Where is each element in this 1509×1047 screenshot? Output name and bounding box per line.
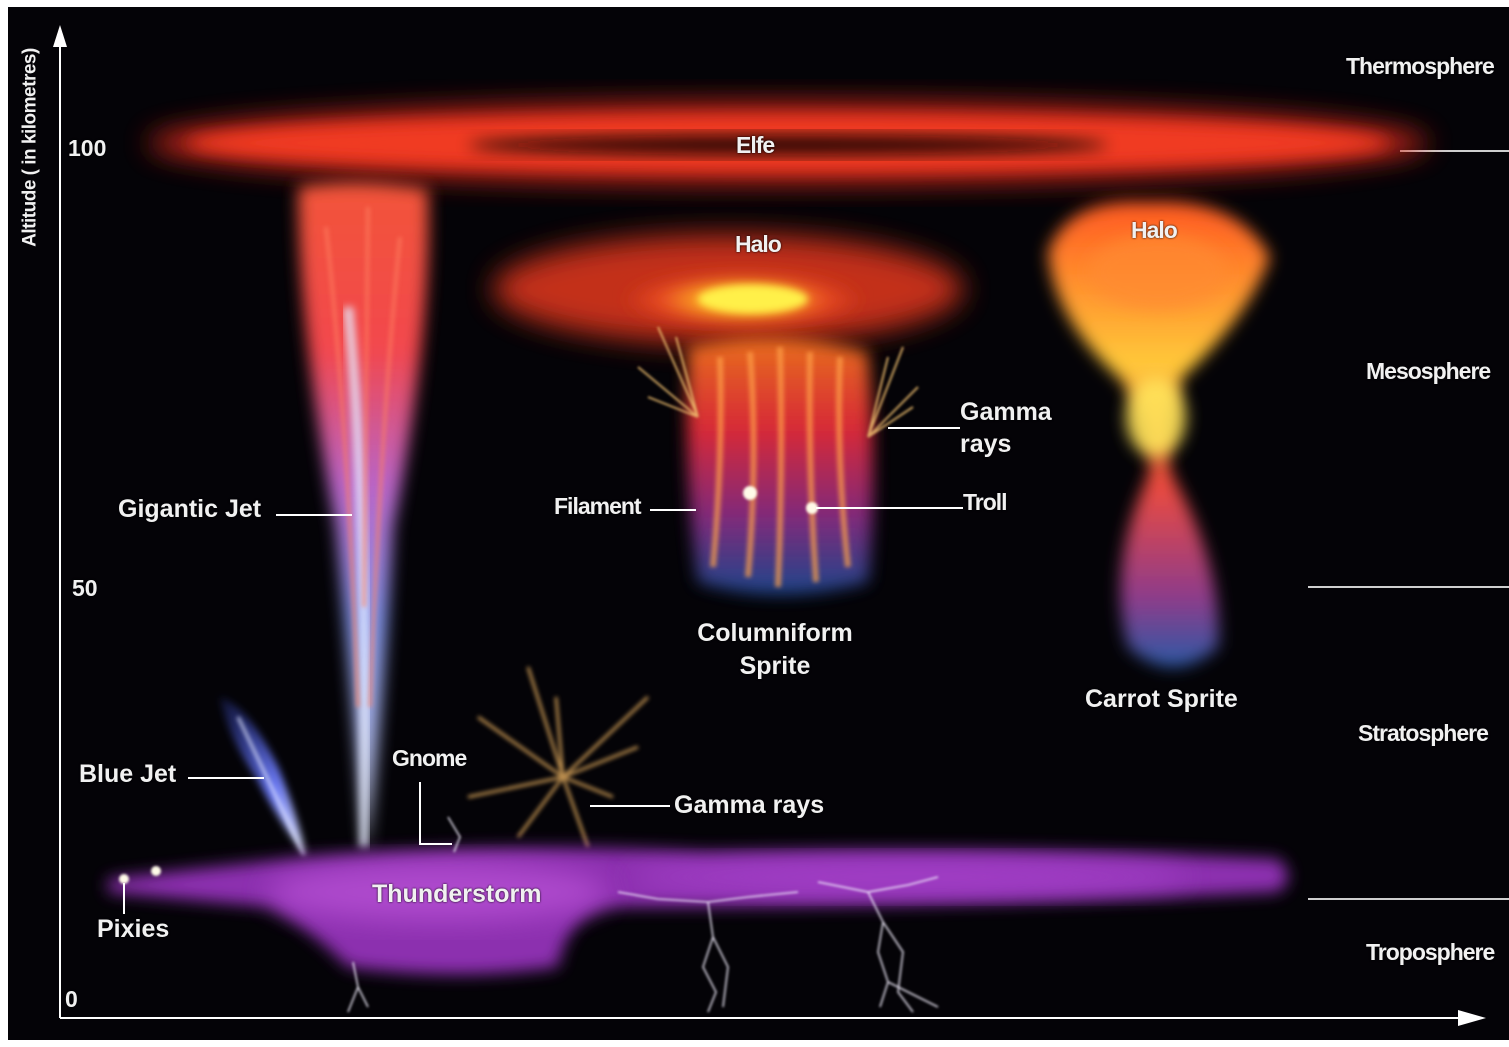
label-troll: Troll (963, 491, 1007, 514)
label-columniform-1: Columniform (675, 621, 875, 646)
label-thunderstorm: Thunderstorm (372, 882, 541, 907)
tick-label-0: 0 (65, 988, 78, 1011)
tle-illustration (8, 7, 1509, 1040)
y-axis-label: Altitude ( in kilometres) (21, 28, 40, 268)
halo-disk (493, 234, 963, 344)
label-elfe: Elfe (736, 134, 774, 157)
gamma-rays-burst (468, 667, 648, 847)
label-carrot-sprite: Carrot Sprite (1085, 687, 1238, 712)
label-gamma-rays-lower: Gamma rays (674, 793, 824, 818)
layer-label-stratosphere: Stratosphere (1358, 722, 1488, 745)
layer-label-mesosphere: Mesosphere (1366, 360, 1490, 383)
columniform-sprite (638, 327, 918, 595)
label-gamma-rays-upper-1: Gamma (960, 400, 1052, 425)
label-filament: Filament (554, 495, 641, 518)
layer-boundaries (1308, 151, 1509, 899)
tick-label-50: 50 (72, 577, 98, 600)
elfe-ring (148, 103, 1428, 183)
layer-label-troposphere: Troposphere (1366, 941, 1494, 964)
label-gamma-rays-upper-2: rays (960, 432, 1011, 457)
tick-label-100: 100 (68, 137, 106, 160)
layer-label-thermosphere: Thermosphere (1346, 55, 1494, 78)
label-columniform-2: Sprite (675, 654, 875, 679)
carrot-sprite (1048, 202, 1270, 667)
label-gigantic-jet: Gigantic Jet (118, 497, 261, 522)
diagram-canvas: Altitude ( in kilometres) 100 50 0 Therm… (8, 7, 1509, 1040)
label-blue-jet: Blue Jet (79, 762, 176, 787)
label-halo-left: Halo (735, 233, 781, 256)
thunderstorm-cloud (108, 848, 1288, 975)
label-gnome: Gnome (392, 747, 466, 770)
label-halo-right: Halo (1131, 219, 1177, 242)
label-pixies: Pixies (97, 917, 169, 942)
